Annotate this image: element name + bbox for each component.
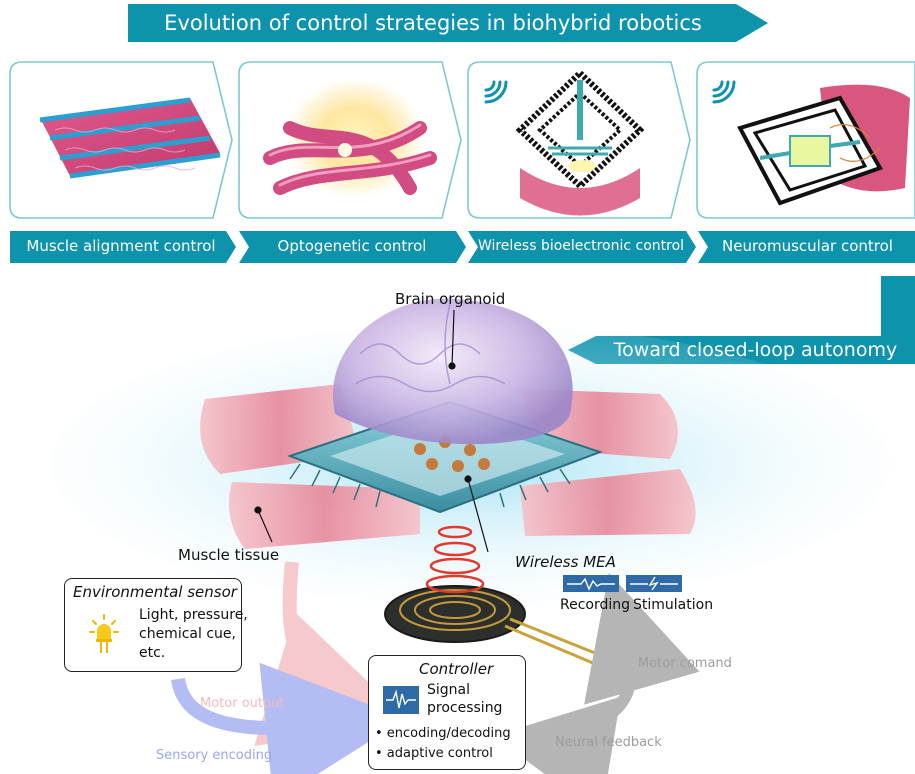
sensory-encoding-arrow xyxy=(171,662,406,774)
header-arrow-shape xyxy=(128,4,768,42)
wireless-chip-illustration xyxy=(515,68,645,216)
wireless-signal-icon xyxy=(484,80,736,104)
stage-label-chevrons xyxy=(10,231,915,263)
recording-label: Recording xyxy=(560,597,631,613)
central-illustration xyxy=(50,298,890,774)
motor-command-arrow xyxy=(584,572,700,719)
light-bulb-icon xyxy=(89,614,119,653)
sensor-title: Environmental sensor xyxy=(73,583,237,601)
sensor-line-1: Light, pressure, xyxy=(139,607,248,623)
stimulation-label: Stimulation xyxy=(633,597,714,613)
sensor-line-2: chemical cue, xyxy=(139,626,236,642)
signal-processing-icon xyxy=(383,686,419,714)
recording-icon xyxy=(563,575,619,592)
stage-label-muscle-alignment: Muscle alignment control xyxy=(26,237,216,255)
sensor-line-3: etc. xyxy=(139,645,166,661)
leader-lines xyxy=(254,309,489,553)
aligned-muscle-illustration xyxy=(39,97,221,179)
neural-feedback-label: Neural feedback xyxy=(555,735,662,750)
stage-panels-art xyxy=(9,61,915,219)
motor-output-label: Motor output xyxy=(200,696,285,711)
brain-organoid xyxy=(332,298,573,445)
signal-processing-label-1: Signal xyxy=(427,682,471,698)
brain-organoid-label: Brain organoid xyxy=(395,290,506,308)
header-title: Evolution of control strategies in biohy… xyxy=(164,11,702,35)
stimulation-icon xyxy=(626,575,682,592)
stage-label-neuromuscular: Neuromuscular control xyxy=(722,237,893,255)
controller-box: Controller Signal processing • encoding/… xyxy=(368,655,526,770)
stage-label-optogenetic: Optogenetic control xyxy=(277,237,427,255)
stage-labels: Muscle alignment control Optogenetic con… xyxy=(0,230,915,264)
header-banner: Evolution of control strategies in biohy… xyxy=(128,4,768,42)
motor-command-label: Motor comand xyxy=(638,656,732,671)
controller-bullet-1: • encoding/decoding xyxy=(375,726,511,741)
wireless-coil xyxy=(384,525,611,668)
stage-label-wireless-bioelectronic: Wireless bioelectronic control xyxy=(477,238,685,254)
wireless-mea-label: Wireless MEA xyxy=(515,553,616,571)
neural-feedback-arrow xyxy=(492,696,621,774)
controller-bullet-2: • adaptive control xyxy=(375,746,493,761)
neuromuscular-illustration xyxy=(737,84,910,206)
muscle-tissue-label: Muscle tissue xyxy=(178,546,280,564)
controller-title: Controller xyxy=(419,660,494,678)
stage-panels xyxy=(0,58,915,228)
optogenetic-illustration xyxy=(263,78,437,198)
sensory-encoding-label: Sensory encoding xyxy=(156,748,273,763)
environmental-sensor-box: Environmental sensor Light, pressure, ch… xyxy=(64,578,248,672)
signal-processing-label-2: processing xyxy=(427,700,503,716)
